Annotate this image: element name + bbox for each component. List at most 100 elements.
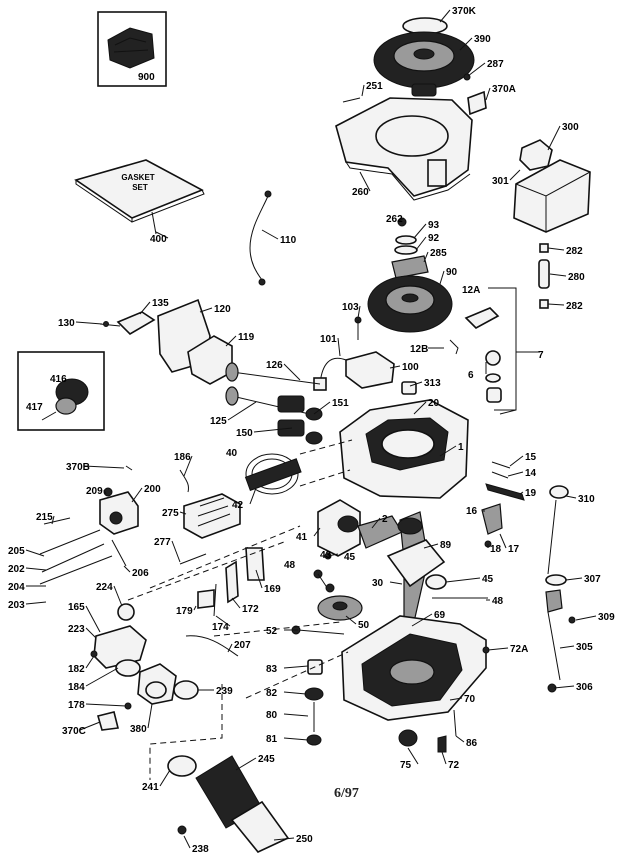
callout-label: 370C [62, 726, 86, 737]
leader-line [179, 511, 187, 515]
callout-182: 182 [68, 655, 95, 675]
callout-310: 310 [565, 494, 595, 505]
callout-label: 7 [538, 350, 544, 361]
callout-label: 224 [96, 582, 113, 593]
leader-line [51, 515, 55, 525]
callout-label: 306 [576, 682, 593, 693]
air-filter [183, 493, 241, 539]
callout-16: 16 [466, 506, 485, 517]
callout-label: 69 [434, 610, 446, 621]
leader-line [547, 303, 565, 306]
callout-370b: 370B [66, 462, 125, 473]
callout-174: 174 [212, 615, 231, 633]
leader-line [139, 301, 151, 315]
callout-label: 80 [266, 710, 278, 721]
callout-label: 83 [266, 664, 278, 675]
leader-line [193, 605, 197, 611]
callout-307: 307 [565, 574, 601, 585]
callout-48b: 48 [486, 596, 504, 607]
callout-label: 100 [402, 362, 419, 373]
callout-277: 277 [154, 537, 181, 563]
leader-line [499, 533, 507, 549]
leader-line [509, 455, 524, 467]
callout-label: 250 [296, 834, 313, 845]
callout-72a: 72A [487, 644, 528, 655]
callout-224: 224 [96, 582, 123, 607]
callout-86: 86 [455, 735, 478, 749]
callout-label: 282 [566, 301, 583, 312]
leader-line [313, 527, 321, 537]
callout-18: 18 [487, 544, 502, 555]
callout-label: 92 [428, 233, 440, 244]
callout-label: 287 [487, 59, 504, 70]
callout-label: 417 [26, 402, 43, 413]
callout-label: 126 [266, 360, 283, 371]
callout-label: 119 [238, 332, 255, 343]
callout-label: 204 [8, 582, 25, 593]
leader-line [231, 597, 241, 609]
callout-215: 215 [36, 512, 55, 525]
callout-75: 75 [400, 747, 419, 771]
callout-380: 380 [130, 703, 153, 735]
callout-label: 215 [36, 512, 53, 523]
callout-label: 310 [578, 494, 595, 505]
callout-42: 42 [232, 487, 257, 511]
callout-label: 400 [150, 234, 167, 245]
callout-150: 150 [236, 427, 293, 439]
gasket-set-label-line2: SET [132, 183, 148, 192]
callout-260: 260 [352, 171, 371, 198]
callout-12a: 12A [462, 285, 480, 296]
callout-241: 241 [142, 769, 171, 793]
callout-label: 370B [66, 462, 90, 473]
leader-line [253, 427, 293, 433]
callout-50: 50 [345, 615, 370, 631]
gasket-set-label-line1: GASKET [121, 173, 154, 182]
leader-line [155, 231, 169, 239]
callout-282b: 282 [547, 301, 583, 312]
leader-line [423, 251, 429, 263]
leader-line [415, 236, 427, 251]
callout-110: 110 [261, 229, 297, 246]
callout-label: 110 [280, 235, 297, 246]
callout-184: 184 [68, 667, 119, 693]
callout-250: 250 [273, 834, 313, 845]
fuel-tank [513, 159, 591, 233]
callout-label: 182 [68, 664, 85, 675]
callout-2: 2 [371, 514, 388, 529]
callout-400: 400 [150, 231, 169, 245]
callout-30: 30 [372, 578, 403, 589]
callout-label: 380 [130, 724, 147, 735]
leader-line [313, 401, 331, 415]
callout-12b: 12B [410, 344, 444, 355]
callout-119: 119 [225, 332, 255, 347]
leader-line [147, 703, 153, 729]
callout-label: 203 [8, 600, 25, 611]
leader-line [225, 335, 237, 347]
callout-label: 209 [86, 486, 103, 497]
callout-label: 262 [386, 214, 403, 225]
callout-900: 900 [138, 72, 155, 83]
leader-line [283, 713, 309, 717]
callout-label: 900 [138, 72, 155, 83]
leader-line [549, 273, 567, 277]
leader-line [361, 84, 365, 97]
callout-label: 18 [490, 544, 502, 555]
callout-label: 2 [382, 514, 388, 525]
callout-label: 45 [482, 574, 494, 585]
callout-80: 80 [266, 710, 309, 721]
callout-label: 313 [424, 378, 441, 389]
callout-label: 179 [176, 606, 193, 617]
callout-275: 275 [162, 508, 187, 519]
callout-label: 150 [236, 428, 253, 439]
callout-205: 205 [8, 546, 45, 557]
callout-1: 1 [439, 442, 464, 457]
leader-line [397, 217, 405, 223]
callout-20: 20 [413, 398, 440, 415]
leader-line [255, 569, 263, 589]
callout-label: 72 [448, 760, 460, 771]
callout-120: 120 [199, 304, 231, 315]
leader-line [79, 721, 101, 731]
leader-line [467, 62, 486, 77]
callout-label: 309 [598, 612, 615, 623]
callout-370k: 370K [439, 6, 477, 23]
